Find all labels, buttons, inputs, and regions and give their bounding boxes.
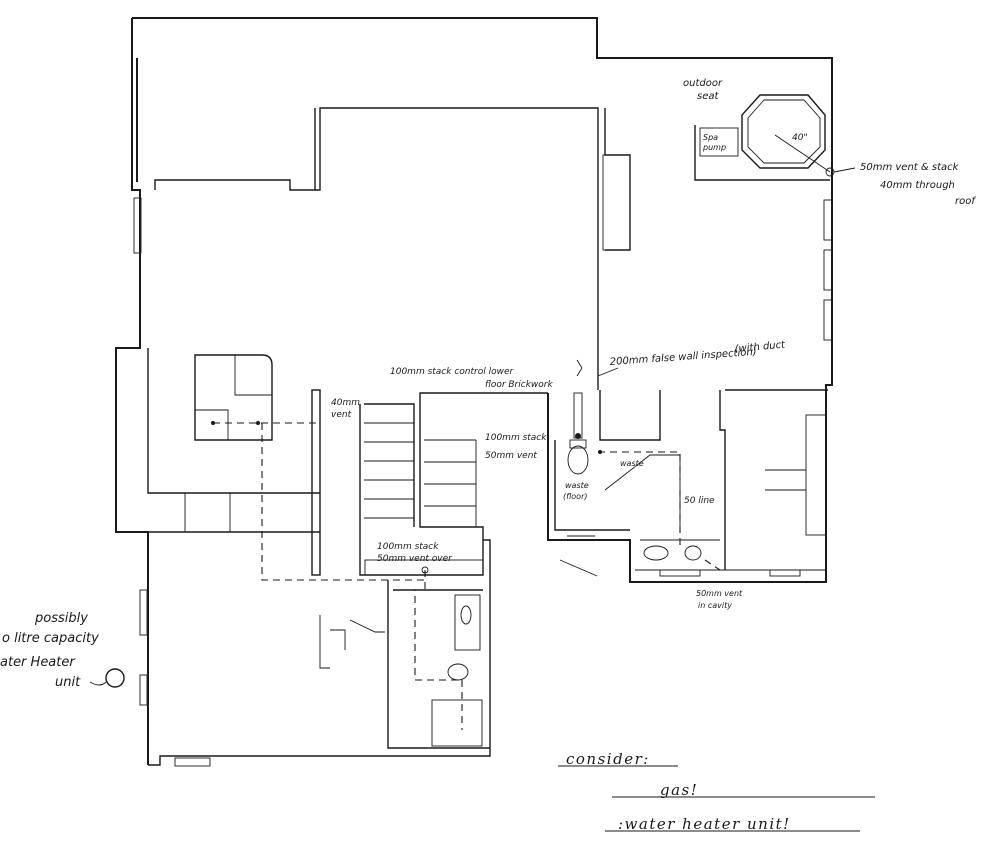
note-stack-lower-2: 50mm vent over bbox=[377, 554, 453, 564]
pipe-runs bbox=[213, 422, 721, 730]
note-spa: Spa bbox=[703, 133, 718, 142]
spa-area bbox=[694, 94, 856, 181]
note-outdoor-seat: outdoor bbox=[683, 78, 723, 89]
toilet-lower bbox=[447, 663, 469, 681]
note-stack-brick-2: floor Brickwork bbox=[485, 380, 553, 390]
island-bench bbox=[194, 354, 273, 441]
note-waste-floor-1: waste bbox=[565, 481, 589, 490]
note-waste: waste bbox=[620, 459, 644, 468]
note-false-wall-1: (with duct bbox=[734, 340, 786, 355]
central-wc bbox=[554, 390, 680, 537]
note-waste-floor-2: (floor) bbox=[563, 492, 588, 501]
note-false-wall-2: 200mm false wall inspection) bbox=[609, 347, 757, 368]
note-stack-100: 100mm stack bbox=[485, 433, 547, 443]
annotation-text: outdoor seat Spa pump 40" 50mm vent & st… bbox=[0, 78, 976, 833]
note-consider: consider: bbox=[566, 750, 650, 768]
exterior-walls bbox=[115, 17, 833, 765]
toilet-central bbox=[567, 445, 589, 475]
interior-walls-upper bbox=[116, 107, 631, 533]
left-windows bbox=[133, 197, 148, 706]
note-water-heater-unit: :water heater unit! bbox=[618, 815, 791, 833]
note-stack-lower-1: 100mm stack bbox=[377, 542, 439, 552]
note-roof-vent-1: 50mm vent & stack bbox=[860, 162, 960, 173]
spa-pump bbox=[699, 127, 739, 157]
note-vent-cavity-1: 50mm vent bbox=[696, 589, 743, 598]
note-heater-2: o litre capacity bbox=[2, 631, 99, 646]
note-vent-40-2: vent bbox=[331, 410, 352, 420]
note-heater-4: unit bbox=[55, 675, 81, 690]
note-vent-40-1: 40mm bbox=[331, 398, 360, 408]
spa-tub bbox=[741, 94, 826, 169]
note-stack-brick-1: 100mm stack control lower bbox=[390, 367, 514, 377]
note-roof-vent-2: 40mm through bbox=[880, 180, 955, 191]
right-windows bbox=[823, 199, 833, 341]
staircase bbox=[311, 389, 548, 576]
note-outdoor-seat-2: seat bbox=[697, 91, 719, 102]
basin-right bbox=[643, 545, 669, 561]
note-vent-50: 50mm vent bbox=[485, 451, 537, 461]
toilet-right bbox=[684, 545, 702, 561]
right-rooms bbox=[635, 389, 828, 577]
leader-lines bbox=[89, 359, 875, 832]
note-roof-vent-3: roof bbox=[955, 196, 976, 207]
basin-lower bbox=[460, 605, 472, 625]
stack-duct bbox=[573, 392, 583, 439]
note-vent-cavity-2: in cavity bbox=[698, 601, 732, 610]
note-pump: pump bbox=[702, 143, 726, 152]
note-spa-size: 40" bbox=[792, 133, 808, 143]
note-50-line: 50 line bbox=[684, 496, 715, 506]
lower-rooms bbox=[148, 539, 491, 767]
note-gas: gas! bbox=[660, 781, 698, 799]
water-heater-symbol bbox=[105, 668, 125, 688]
note-heater-1: possibly bbox=[34, 611, 88, 626]
note-heater-3: ater Heater bbox=[0, 655, 76, 670]
